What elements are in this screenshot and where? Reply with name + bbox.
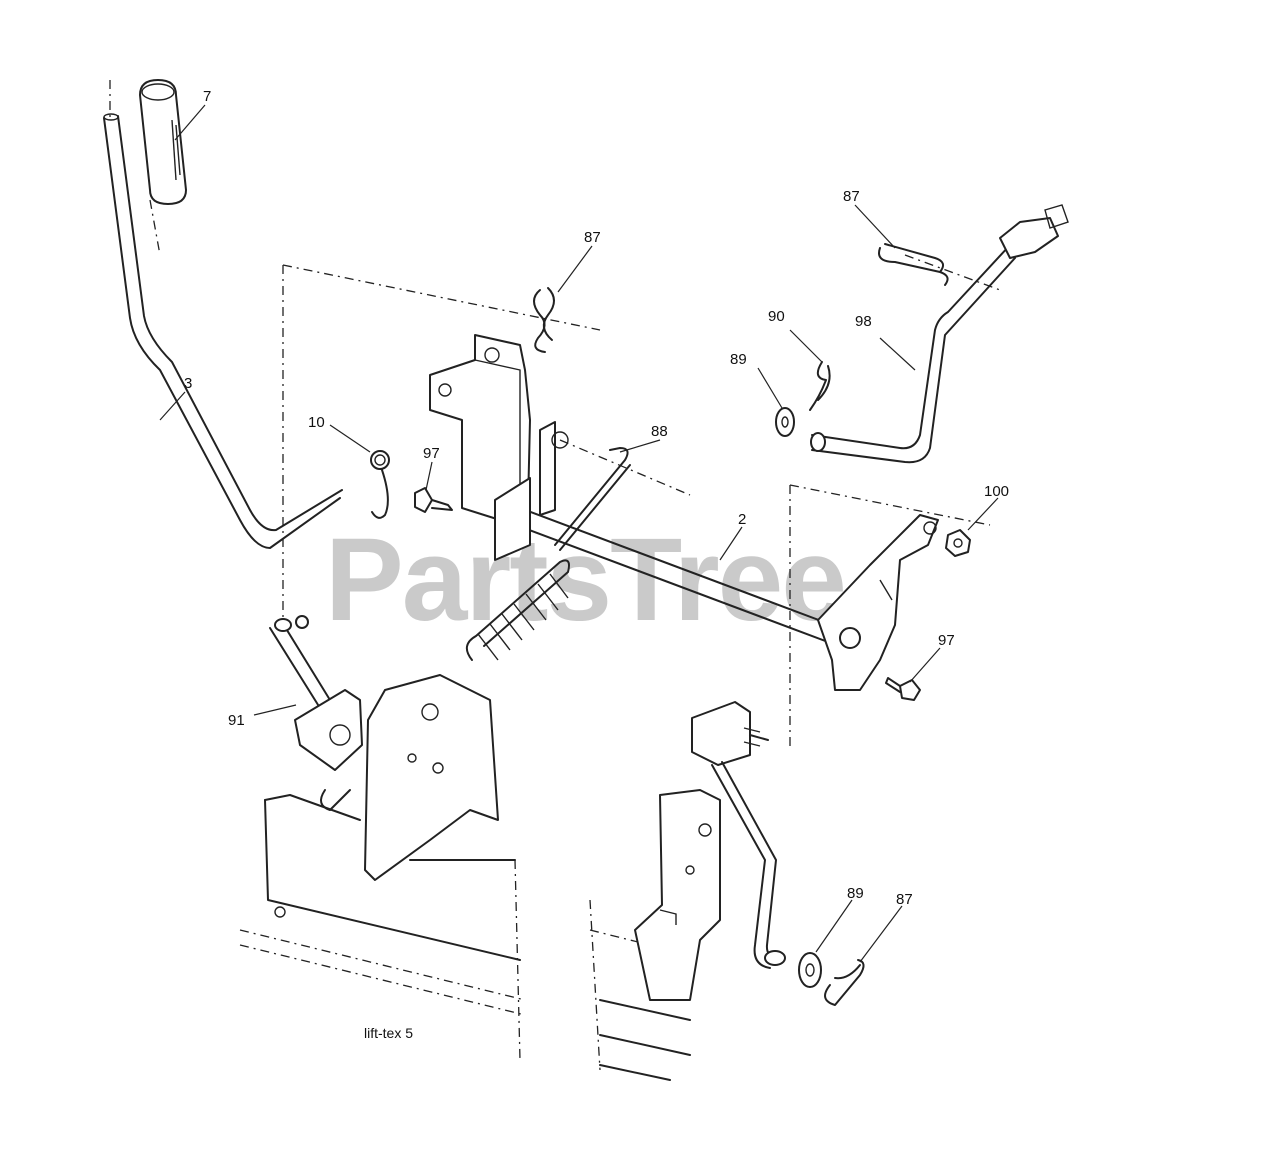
lift-link-rod <box>810 204 1069 464</box>
mower-deck-right <box>599 999 691 1081</box>
callout-2: 2 <box>738 511 746 528</box>
watermark: PartsTree <box>325 514 845 646</box>
leader-lines <box>159 104 999 963</box>
reference-lines <box>109 80 1001 1071</box>
cotter-pin <box>809 361 831 411</box>
callout-97-left: 97 <box>423 445 440 462</box>
deck-hanger-right <box>634 789 721 1001</box>
callout-89-upper: 89 <box>730 351 747 368</box>
lift-arm-right <box>691 701 786 969</box>
callout-labels: 7 3 10 97 87 88 2 87 90 98 89 100 97 91 … <box>184 88 1009 908</box>
mower-deck-left <box>264 794 521 961</box>
callout-3: 3 <box>184 375 192 392</box>
shoulder-bolt-right <box>885 677 921 701</box>
callout-100: 100 <box>984 483 1009 500</box>
callout-89-lower: 89 <box>847 885 864 902</box>
washer-upper <box>775 407 795 437</box>
callout-87-lower: 87 <box>896 891 913 908</box>
handle-grip <box>139 79 187 205</box>
spring-hook <box>554 447 631 551</box>
hair-pin-clip-upper <box>533 287 555 353</box>
lift-shaft <box>494 421 841 646</box>
callout-10: 10 <box>308 414 325 431</box>
callout-98: 98 <box>855 313 872 330</box>
washer-lower <box>798 952 822 988</box>
hair-pin-clip-right <box>878 243 949 286</box>
callout-88: 88 <box>651 423 668 440</box>
lift-arm-plate-right <box>817 514 939 691</box>
callout-91: 91 <box>228 712 245 729</box>
lift-bracket <box>429 334 531 521</box>
callout-87-upper: 87 <box>584 229 601 246</box>
callout-90: 90 <box>768 308 785 325</box>
hair-pin-clip-lower <box>824 959 865 1006</box>
callout-87-right: 87 <box>843 188 860 205</box>
callout-97-right: 97 <box>938 632 955 649</box>
extension-spring <box>465 559 570 661</box>
lift-lever <box>103 113 343 549</box>
callout-7: 7 <box>203 88 211 105</box>
lock-nut <box>945 529 971 557</box>
shoulder-bolt-left <box>414 487 453 513</box>
deck-hanger-left <box>364 674 499 881</box>
torsion-spring <box>370 450 390 519</box>
diagram-caption: lift-tex 5 <box>364 1025 413 1041</box>
